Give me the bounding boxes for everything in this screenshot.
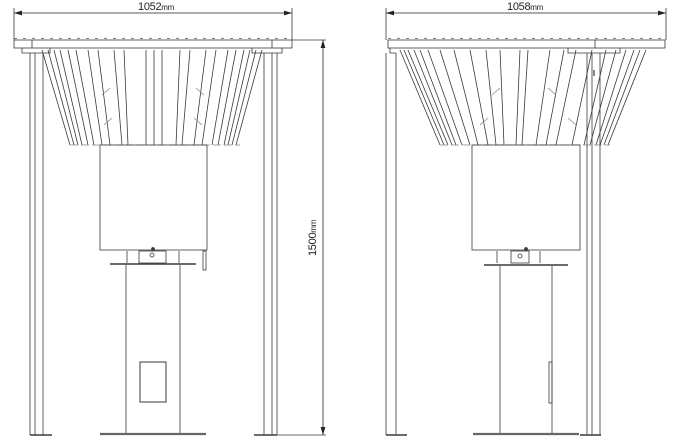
- dimension-unit: mm: [161, 3, 175, 12]
- dimension-value: 1058: [507, 1, 531, 13]
- height-dimension-line: [277, 39, 326, 436]
- support-post-right: [580, 53, 601, 436]
- width-dimension-label-left: 1052mm: [138, 1, 174, 13]
- dimension-value: 1500: [307, 232, 320, 257]
- inspection-window: [139, 361, 167, 403]
- enclosure-box: [99, 144, 208, 251]
- door-handle: [548, 361, 553, 404]
- pedestal: [473, 266, 579, 436]
- louvered-shield: [399, 49, 647, 146]
- dimension-value: 1052: [138, 1, 162, 13]
- width-dimension-label-right: 1058mm: [507, 1, 543, 13]
- support-post-left: [29, 53, 52, 436]
- top-plate: [13, 39, 293, 49]
- width-dimension-line: [13, 8, 293, 40]
- support-post-left: [385, 53, 407, 436]
- width-dimension-line: [385, 8, 667, 40]
- enclosure-box: [471, 144, 581, 251]
- pedestal: [100, 265, 206, 436]
- height-dimension-label: 1500mm: [307, 220, 319, 256]
- front-elevation-view: [13, 8, 326, 436]
- louvered-shield: [41, 49, 263, 146]
- support-post-right: [254, 53, 278, 436]
- dimension-unit: mm: [530, 3, 544, 12]
- side-elevation-view: [385, 8, 667, 436]
- top-plate: [387, 39, 666, 49]
- mounting-bracket: [110, 247, 207, 271]
- mounting-bracket: [484, 247, 568, 266]
- dimension-unit: mm: [309, 219, 319, 233]
